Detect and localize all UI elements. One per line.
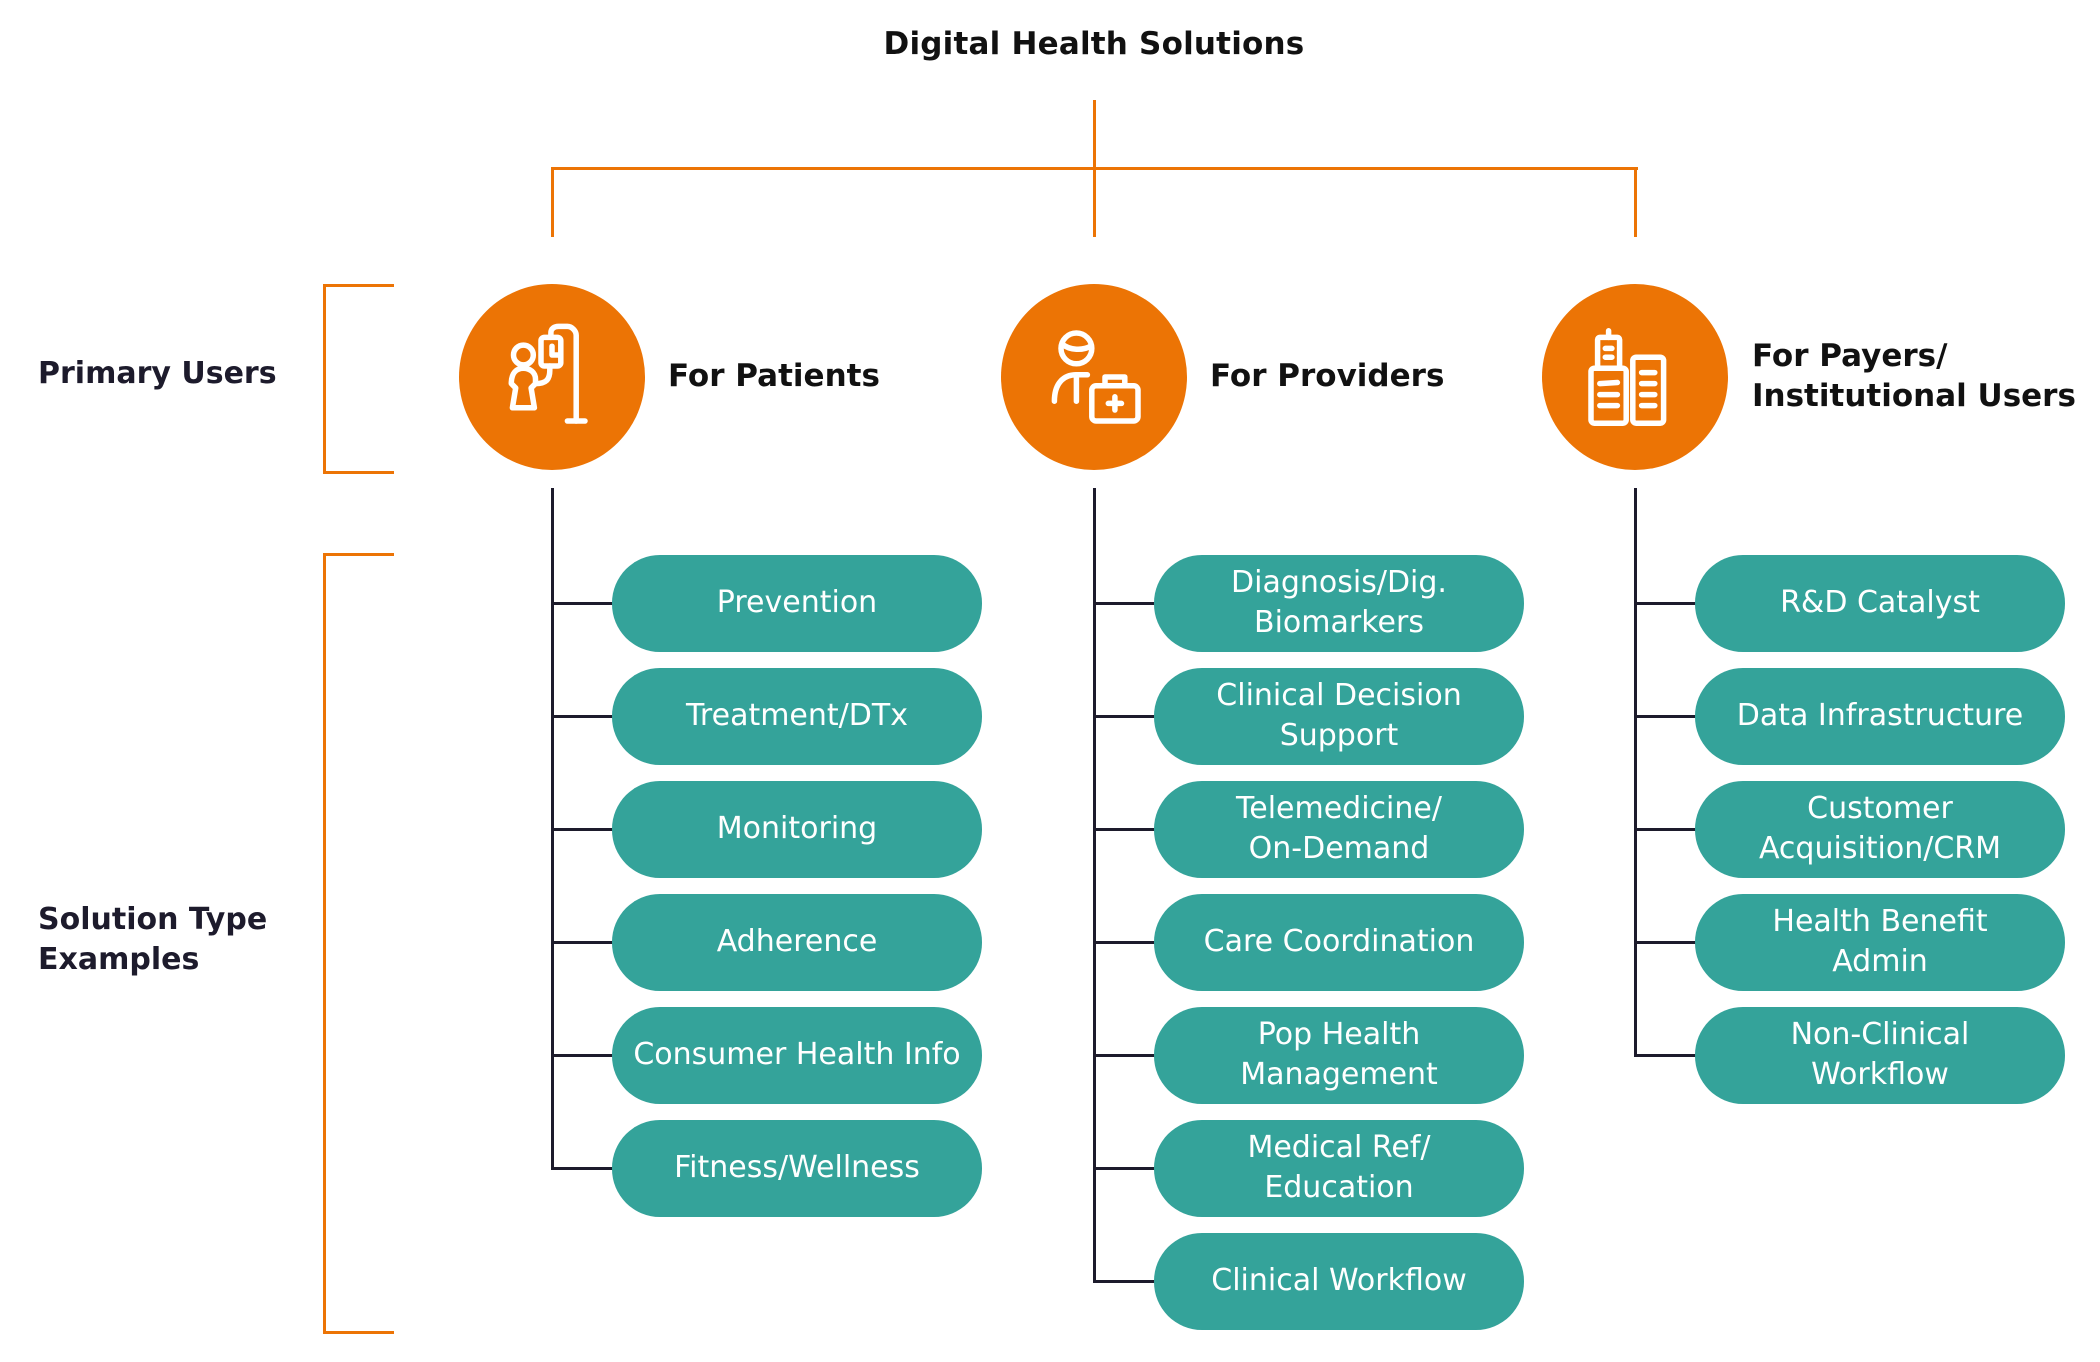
solution-connector bbox=[1093, 1054, 1156, 1057]
solution-pill-patients[interactable]: Adherence bbox=[612, 893, 982, 991]
solution-connector bbox=[1634, 941, 1697, 944]
solution-connector bbox=[551, 715, 614, 718]
branch-drop-patients bbox=[551, 167, 554, 237]
solution-pill-providers[interactable]: Care Coordination bbox=[1154, 893, 1524, 991]
solution-pill-providers[interactable]: Telemedicine/ On-Demand bbox=[1154, 780, 1524, 878]
provider-medkit-icon bbox=[1051, 330, 1141, 424]
user-label-patients-line1: For Patients bbox=[668, 358, 880, 394]
solution-connector bbox=[1634, 715, 1697, 718]
solution-connector bbox=[551, 1167, 614, 1170]
solution-pill-providers[interactable]: Clinical Workflow bbox=[1154, 1232, 1524, 1330]
solution-connector bbox=[551, 828, 614, 831]
solution-pill-patients[interactable]: Treatment/DTx bbox=[612, 667, 982, 765]
solution-pill-payers[interactable]: Health Benefit Admin bbox=[1695, 893, 2065, 991]
solution-connector bbox=[551, 602, 614, 605]
row-label-primary-users: Primary Users bbox=[38, 356, 277, 391]
solution-pill-payers[interactable]: R&D Catalyst bbox=[1695, 554, 2065, 652]
providers-user-circle bbox=[1001, 284, 1187, 470]
branch-drop-payers bbox=[1634, 167, 1637, 237]
solution-connector bbox=[1093, 828, 1156, 831]
solution-pill-payers[interactable]: Data Infrastructure bbox=[1695, 667, 2065, 765]
solution-connector bbox=[1093, 941, 1156, 944]
solution-connector bbox=[1093, 1167, 1156, 1170]
solution-pill-providers[interactable]: Diagnosis/Dig. Biomarkers bbox=[1154, 554, 1524, 652]
payers-user-circle bbox=[1542, 284, 1728, 470]
solution-types-bracket bbox=[323, 553, 394, 1334]
row-label-solution-types-line1: Solution Type bbox=[38, 902, 268, 937]
user-label-providers: For Providers bbox=[1210, 356, 1444, 396]
solution-connector bbox=[551, 941, 614, 944]
solution-pill-providers[interactable]: Clinical Decision Support bbox=[1154, 667, 1524, 765]
row-label-solution-types: Solution Type Examples bbox=[38, 900, 267, 980]
buildings-icon bbox=[1588, 328, 1667, 426]
solution-connector bbox=[1634, 1054, 1697, 1057]
solution-pill-patients[interactable]: Prevention bbox=[612, 554, 982, 652]
solution-connector bbox=[1634, 602, 1697, 605]
user-label-payers-line1: For Payers/ bbox=[1752, 338, 1948, 374]
solution-connector bbox=[1093, 715, 1156, 718]
solution-pill-providers[interactable]: Pop Health Management bbox=[1154, 1006, 1524, 1104]
solution-pill-patients[interactable]: Fitness/Wellness bbox=[612, 1119, 982, 1217]
user-label-payers: For Payers/ Institutional Users bbox=[1752, 336, 2076, 416]
solution-pill-patients[interactable]: Consumer Health Info bbox=[612, 1006, 982, 1104]
user-label-patients: For Patients bbox=[668, 356, 880, 396]
patients-user-circle bbox=[459, 284, 645, 470]
solution-connector bbox=[1093, 602, 1156, 605]
user-label-providers-line1: For Providers bbox=[1210, 358, 1445, 394]
solution-connector bbox=[1634, 828, 1697, 831]
trunk-connector-providers bbox=[1093, 488, 1096, 1283]
branch-connector bbox=[551, 167, 1638, 170]
row-label-solution-types-line2: Examples bbox=[38, 942, 200, 977]
solution-pill-payers[interactable]: Customer Acquisition/CRM bbox=[1695, 780, 2065, 878]
user-label-payers-line2: Institutional Users bbox=[1752, 378, 2076, 414]
solution-pill-patients[interactable]: Monitoring bbox=[612, 780, 982, 878]
patient-iv-icon bbox=[508, 323, 588, 424]
solution-pill-payers[interactable]: Non-Clinical Workflow bbox=[1695, 1006, 2065, 1104]
diagram-title: Digital Health Solutions bbox=[883, 26, 1305, 62]
solution-pill-providers[interactable]: Medical Ref/ Education bbox=[1154, 1119, 1524, 1217]
primary-users-bracket bbox=[323, 284, 394, 474]
solution-connector bbox=[1093, 1280, 1156, 1283]
solution-connector bbox=[551, 1054, 614, 1057]
trunk-connector-payers bbox=[1634, 488, 1637, 1057]
